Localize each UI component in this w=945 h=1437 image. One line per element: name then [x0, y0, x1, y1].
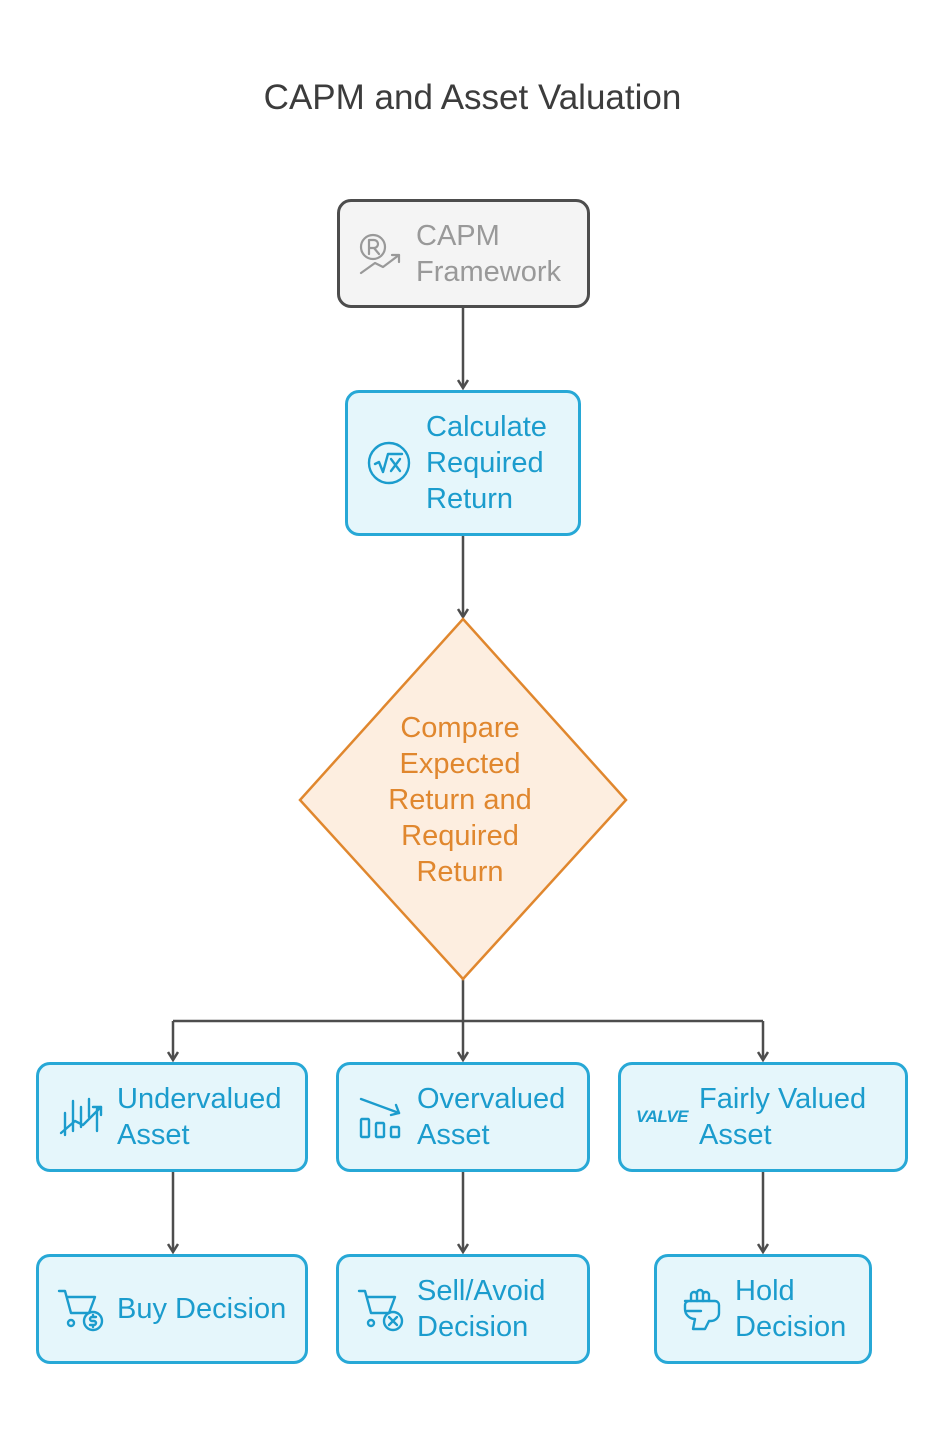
cart-dollar-icon	[57, 1285, 105, 1333]
r-trend-icon	[356, 231, 404, 277]
buy-decision-label: Buy Decision	[117, 1293, 287, 1325]
cart-x-icon	[357, 1285, 405, 1333]
diagram-title: CAPM and Asset Valuation	[263, 78, 682, 117]
undervalued-asset-label: Undervalued Asset	[117, 1083, 282, 1151]
buy-decision-node[interactable]: Buy Decision	[36, 1254, 308, 1364]
capm-framework-node[interactable]: CAPM Framework	[337, 199, 590, 308]
overvalued-asset-node[interactable]: Overvalued Asset	[336, 1062, 590, 1172]
hold-decision-node[interactable]: Hold Decision	[654, 1254, 872, 1364]
calculate-required-return-label: Calculate Required Return	[426, 411, 547, 515]
valve-wordmark-icon: VALVE	[636, 1107, 688, 1126]
fist-icon	[677, 1285, 723, 1333]
sell-avoid-decision-node[interactable]: Sell/Avoid Decision	[336, 1254, 590, 1364]
falling-bars-icon	[357, 1093, 405, 1141]
calculate-required-return-node[interactable]: Calculate Required Return	[345, 390, 581, 536]
overvalued-asset-label: Overvalued Asset	[417, 1083, 566, 1151]
fairly-valued-asset-node[interactable]: VALVE Fairly Valued Asset	[618, 1062, 908, 1172]
sell-avoid-decision-label: Sell/Avoid Decision	[417, 1275, 546, 1343]
compare-diamond	[298, 617, 628, 981]
hold-decision-label: Hold Decision	[735, 1275, 847, 1343]
capm-framework-label: CAPM Framework	[416, 219, 562, 288]
rising-chart-icon	[57, 1093, 105, 1141]
compare-returns-label: Compare Expected Return and Required Ret…	[388, 712, 532, 888]
square-root-icon	[366, 440, 412, 486]
fairly-valued-asset-label: Fairly Valued Asset	[699, 1083, 867, 1151]
undervalued-asset-node[interactable]: Undervalued Asset	[36, 1062, 308, 1172]
